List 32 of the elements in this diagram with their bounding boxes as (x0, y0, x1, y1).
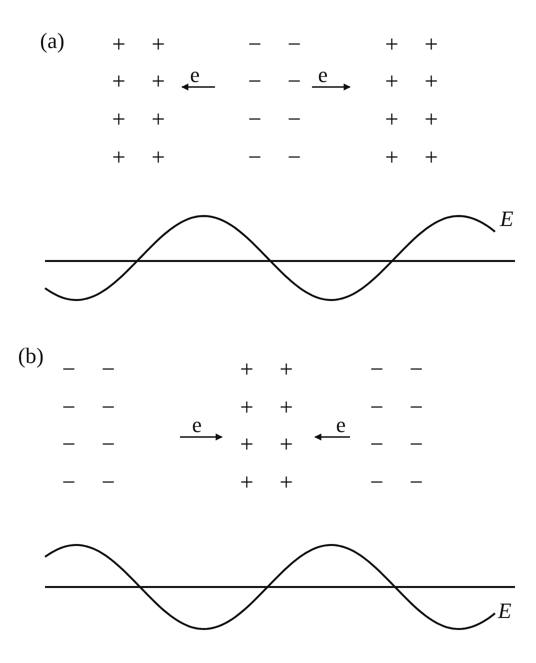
charge-signs: − − (62, 433, 126, 457)
charge-signs: + + (112, 33, 176, 57)
charge-signs: − − (370, 471, 434, 495)
charge-signs: − − (370, 396, 434, 420)
electron-label: e (190, 64, 200, 86)
charge-signs: + + (112, 108, 176, 132)
charge-signs: + + (240, 471, 304, 495)
charge-signs: + + (385, 33, 448, 57)
electron-label: e (192, 414, 202, 436)
panel-label: (b) (18, 345, 44, 367)
charge-signs: + + (240, 358, 304, 382)
panel-label: (a) (40, 30, 64, 52)
field-label: E (498, 600, 512, 622)
charge-signs: + + (240, 396, 304, 420)
charge-signs: − − (248, 146, 312, 170)
charge-signs: − − (248, 70, 312, 94)
charge-signs: + + (240, 433, 304, 457)
charge-signs: + + (112, 70, 176, 94)
charge-signs: + + (385, 70, 448, 94)
charge-signs: − − (248, 33, 312, 57)
charge-signs: + + (385, 146, 448, 170)
charge-signs: − − (62, 471, 126, 495)
electron-label: e (336, 414, 346, 436)
charge-signs: − − (370, 358, 434, 382)
charge-signs: − − (62, 396, 126, 420)
electron-label: e (318, 64, 328, 86)
charge-signs: − − (370, 433, 434, 457)
charge-signs: − − (248, 108, 312, 132)
charge-signs: + + (385, 108, 448, 132)
charge-signs: + + (112, 146, 176, 170)
field-label: E (500, 208, 514, 230)
charge-signs: − − (62, 358, 126, 382)
